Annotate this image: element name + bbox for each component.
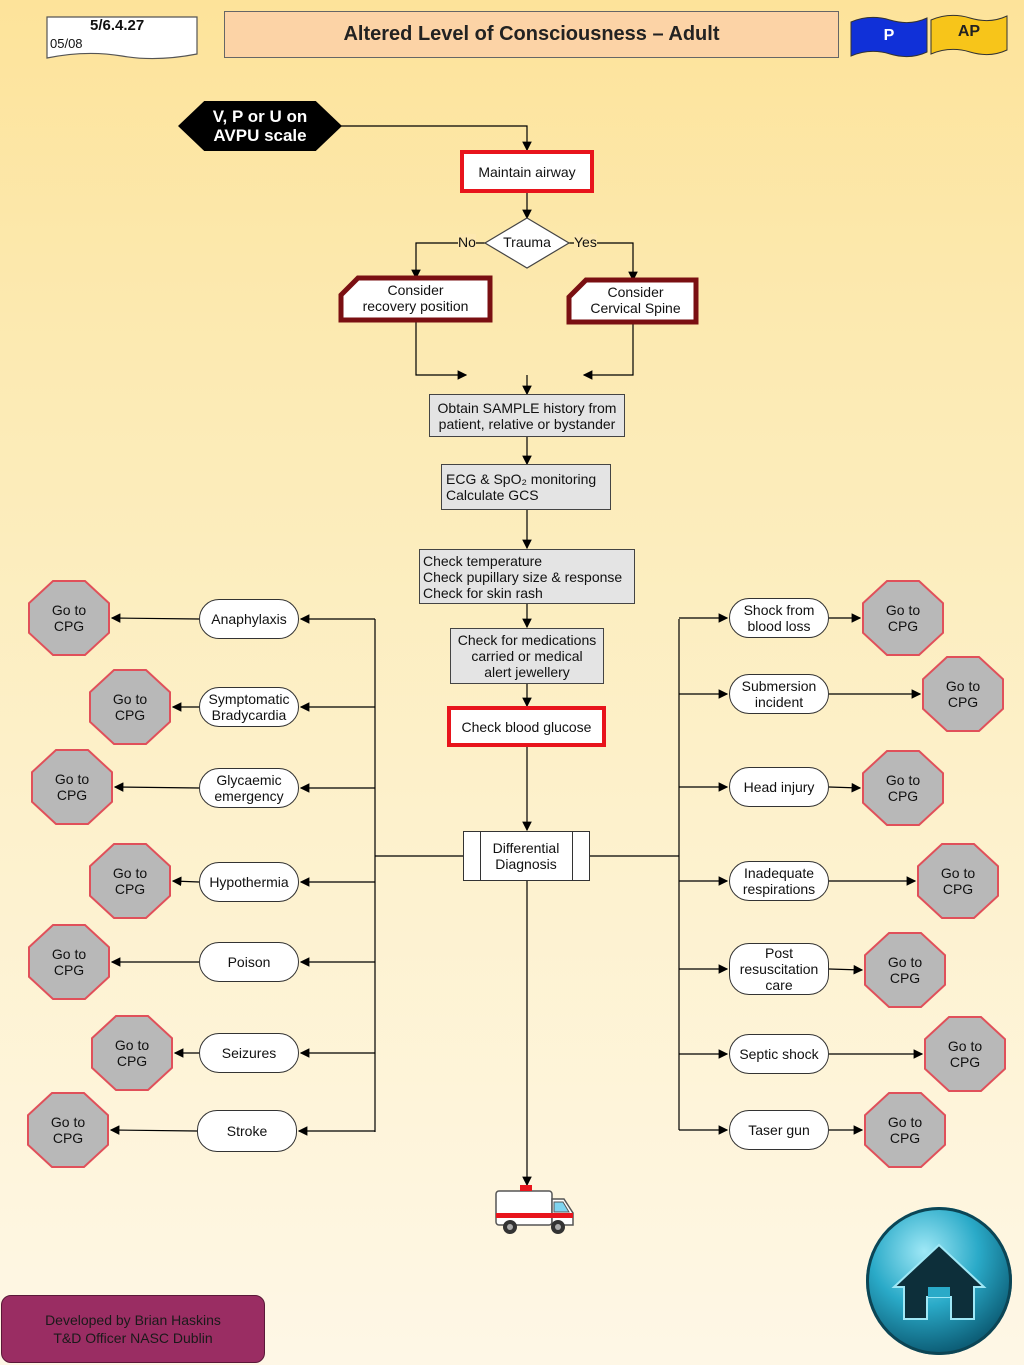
page-title: Altered Level of Consciousness – Adult (343, 23, 720, 45)
trauma-decision (484, 217, 570, 269)
goto-cpg-label: Go to CPG (866, 1094, 944, 1166)
differential-diagnosis-label: Differential Diagnosis (492, 840, 560, 872)
developer-credit: Developed by Brian Haskins T&D Officer N… (1, 1295, 265, 1363)
goto-cpg-inadequate-respirations[interactable]: Go to CPG (917, 843, 999, 919)
differential-post-resuscitation-care: Post resuscitation care (729, 943, 829, 995)
arrow-to-cpg-head-injury (828, 782, 862, 793)
arrow-to-cpg-anaphylaxis (110, 613, 200, 623)
goto-cpg-post-resuscitation-care[interactable]: Go to CPG (864, 932, 946, 1008)
doc-number: 5/6.4.27 (90, 17, 145, 34)
goto-cpg-poison[interactable]: Go to CPG (28, 924, 110, 1000)
goto-cpg-label: Go to CPG (926, 1018, 1004, 1090)
check-medications-box: Check for medications carried or medical… (450, 628, 604, 684)
goto-cpg-label: Go to CPG (919, 845, 997, 917)
flag-p: P (850, 14, 928, 60)
check-blood-glucose-label: Check blood glucose (461, 718, 592, 735)
title-banner: Altered Level of Consciousness – Adult (224, 11, 839, 58)
goto-cpg-glycaemic-emergency[interactable]: Go to CPG (31, 749, 113, 825)
goto-cpg-label: Go to CPG (29, 1094, 107, 1166)
goto-cpg-label: Go to CPG (93, 1017, 171, 1089)
differential-anaphylaxis: Anaphylaxis (199, 599, 299, 639)
home-icon (891, 1243, 987, 1320)
doc-date: 05/08 (50, 36, 83, 51)
maintain-airway-label: Maintain airway (478, 163, 576, 180)
differential-taser-gun: Taser gun (729, 1110, 829, 1150)
differential-septic-shock: Septic shock (729, 1034, 829, 1074)
differential-seizures: Seizures (199, 1033, 299, 1073)
differential-shock-from-blood-loss: Shock from blood loss (729, 598, 829, 638)
differential-glycaemic-emergency: Glycaemic emergency (199, 768, 299, 808)
differential-diagnosis-box: Differential Diagnosis (463, 831, 590, 881)
consider-cervical-shape (566, 277, 699, 325)
consider-cervical-label: Consider Cervical Spine (590, 284, 681, 316)
trauma-label: Trauma (503, 234, 551, 250)
arrow-to-cpg-stroke (109, 1125, 198, 1135)
flag-ap-shape (930, 14, 1008, 56)
start-avpu: V, P or U on AVPU scale (178, 101, 342, 151)
start-avpu-label: V, P or U on AVPU scale (212, 107, 308, 145)
differential-inadequate-respirations: Inadequate respirations (729, 861, 829, 901)
goto-cpg-label: Go to CPG (91, 845, 169, 917)
consider-cervical-box: Consider Cervical Spine (566, 277, 699, 325)
goto-cpg-submersion-incident[interactable]: Go to CPG (922, 656, 1004, 732)
flag-ap: AP (930, 12, 1008, 58)
goto-cpg-shock-from-blood-loss[interactable]: Go to CPG (862, 580, 944, 656)
goto-cpg-label: Go to CPG (864, 582, 942, 654)
goto-cpg-anaphylaxis[interactable]: Go to CPG (28, 580, 110, 656)
arrow-to-cpg-post-resuscitation-care (828, 964, 864, 975)
maintain-airway-box: Maintain airway (460, 150, 594, 193)
flag-ap-label: AP (957, 23, 981, 40)
differential-hypothermia: Hypothermia (199, 862, 299, 902)
check-temperature-box: Check temperature Check pupillary size &… (419, 549, 635, 604)
differential-right-bar (572, 832, 573, 880)
document-tab-shape (46, 16, 198, 60)
document-tab: 5/6.4.27 05/08 (46, 16, 198, 62)
consider-recovery-label: Consider recovery position (362, 282, 469, 314)
goto-cpg-label: Go to CPG (30, 582, 108, 654)
goto-cpg-stroke[interactable]: Go to CPG (27, 1092, 109, 1168)
goto-cpg-septic-shock[interactable]: Go to CPG (924, 1016, 1006, 1092)
consider-recovery-shape (338, 275, 493, 323)
goto-cpg-taser-gun[interactable]: Go to CPG (864, 1092, 946, 1168)
yes-label: Yes (574, 234, 597, 250)
differential-submersion-incident: Submersion incident (729, 674, 829, 714)
goto-cpg-label: Go to CPG (864, 752, 942, 824)
goto-cpg-hypothermia[interactable]: Go to CPG (89, 843, 171, 919)
goto-cpg-label: Go to CPG (33, 751, 111, 823)
goto-cpg-head-injury[interactable]: Go to CPG (862, 750, 944, 826)
home-button[interactable] (866, 1207, 1012, 1355)
differential-symptomatic-bradycardia: Symptomatic Bradycardia (199, 687, 299, 727)
ambulance-icon (495, 1185, 574, 1234)
differential-poison: Poison (199, 942, 299, 982)
flag-p-shape (850, 16, 928, 58)
goto-cpg-label: Go to CPG (924, 658, 1002, 730)
goto-cpg-label: Go to CPG (30, 926, 108, 998)
differential-left-bar (480, 832, 481, 880)
goto-cpg-seizures[interactable]: Go to CPG (91, 1015, 173, 1091)
arrow-to-cpg-glycaemic-emergency (113, 782, 200, 792)
ecg-monitoring-box: ECG & SpO₂ monitoring Calculate GCS (441, 464, 611, 510)
flag-p-label: P (883, 27, 895, 44)
differential-stroke: Stroke (197, 1110, 297, 1152)
sample-history-box: Obtain SAMPLE history from patient, rela… (429, 394, 625, 437)
developer-credit-text: Developed by Brian Haskins T&D Officer N… (45, 1312, 221, 1346)
goto-cpg-label: Go to CPG (866, 934, 944, 1006)
consider-recovery-box: Consider recovery position (338, 275, 493, 323)
goto-cpg-label: Go to CPG (91, 671, 169, 743)
differential-head-injury: Head injury (729, 767, 829, 807)
no-label: No (458, 234, 476, 250)
check-blood-glucose-box: Check blood glucose (447, 706, 606, 747)
arrow-to-cpg-hypothermia (171, 876, 200, 887)
goto-cpg-symptomatic-bradycardia[interactable]: Go to CPG (89, 669, 171, 745)
